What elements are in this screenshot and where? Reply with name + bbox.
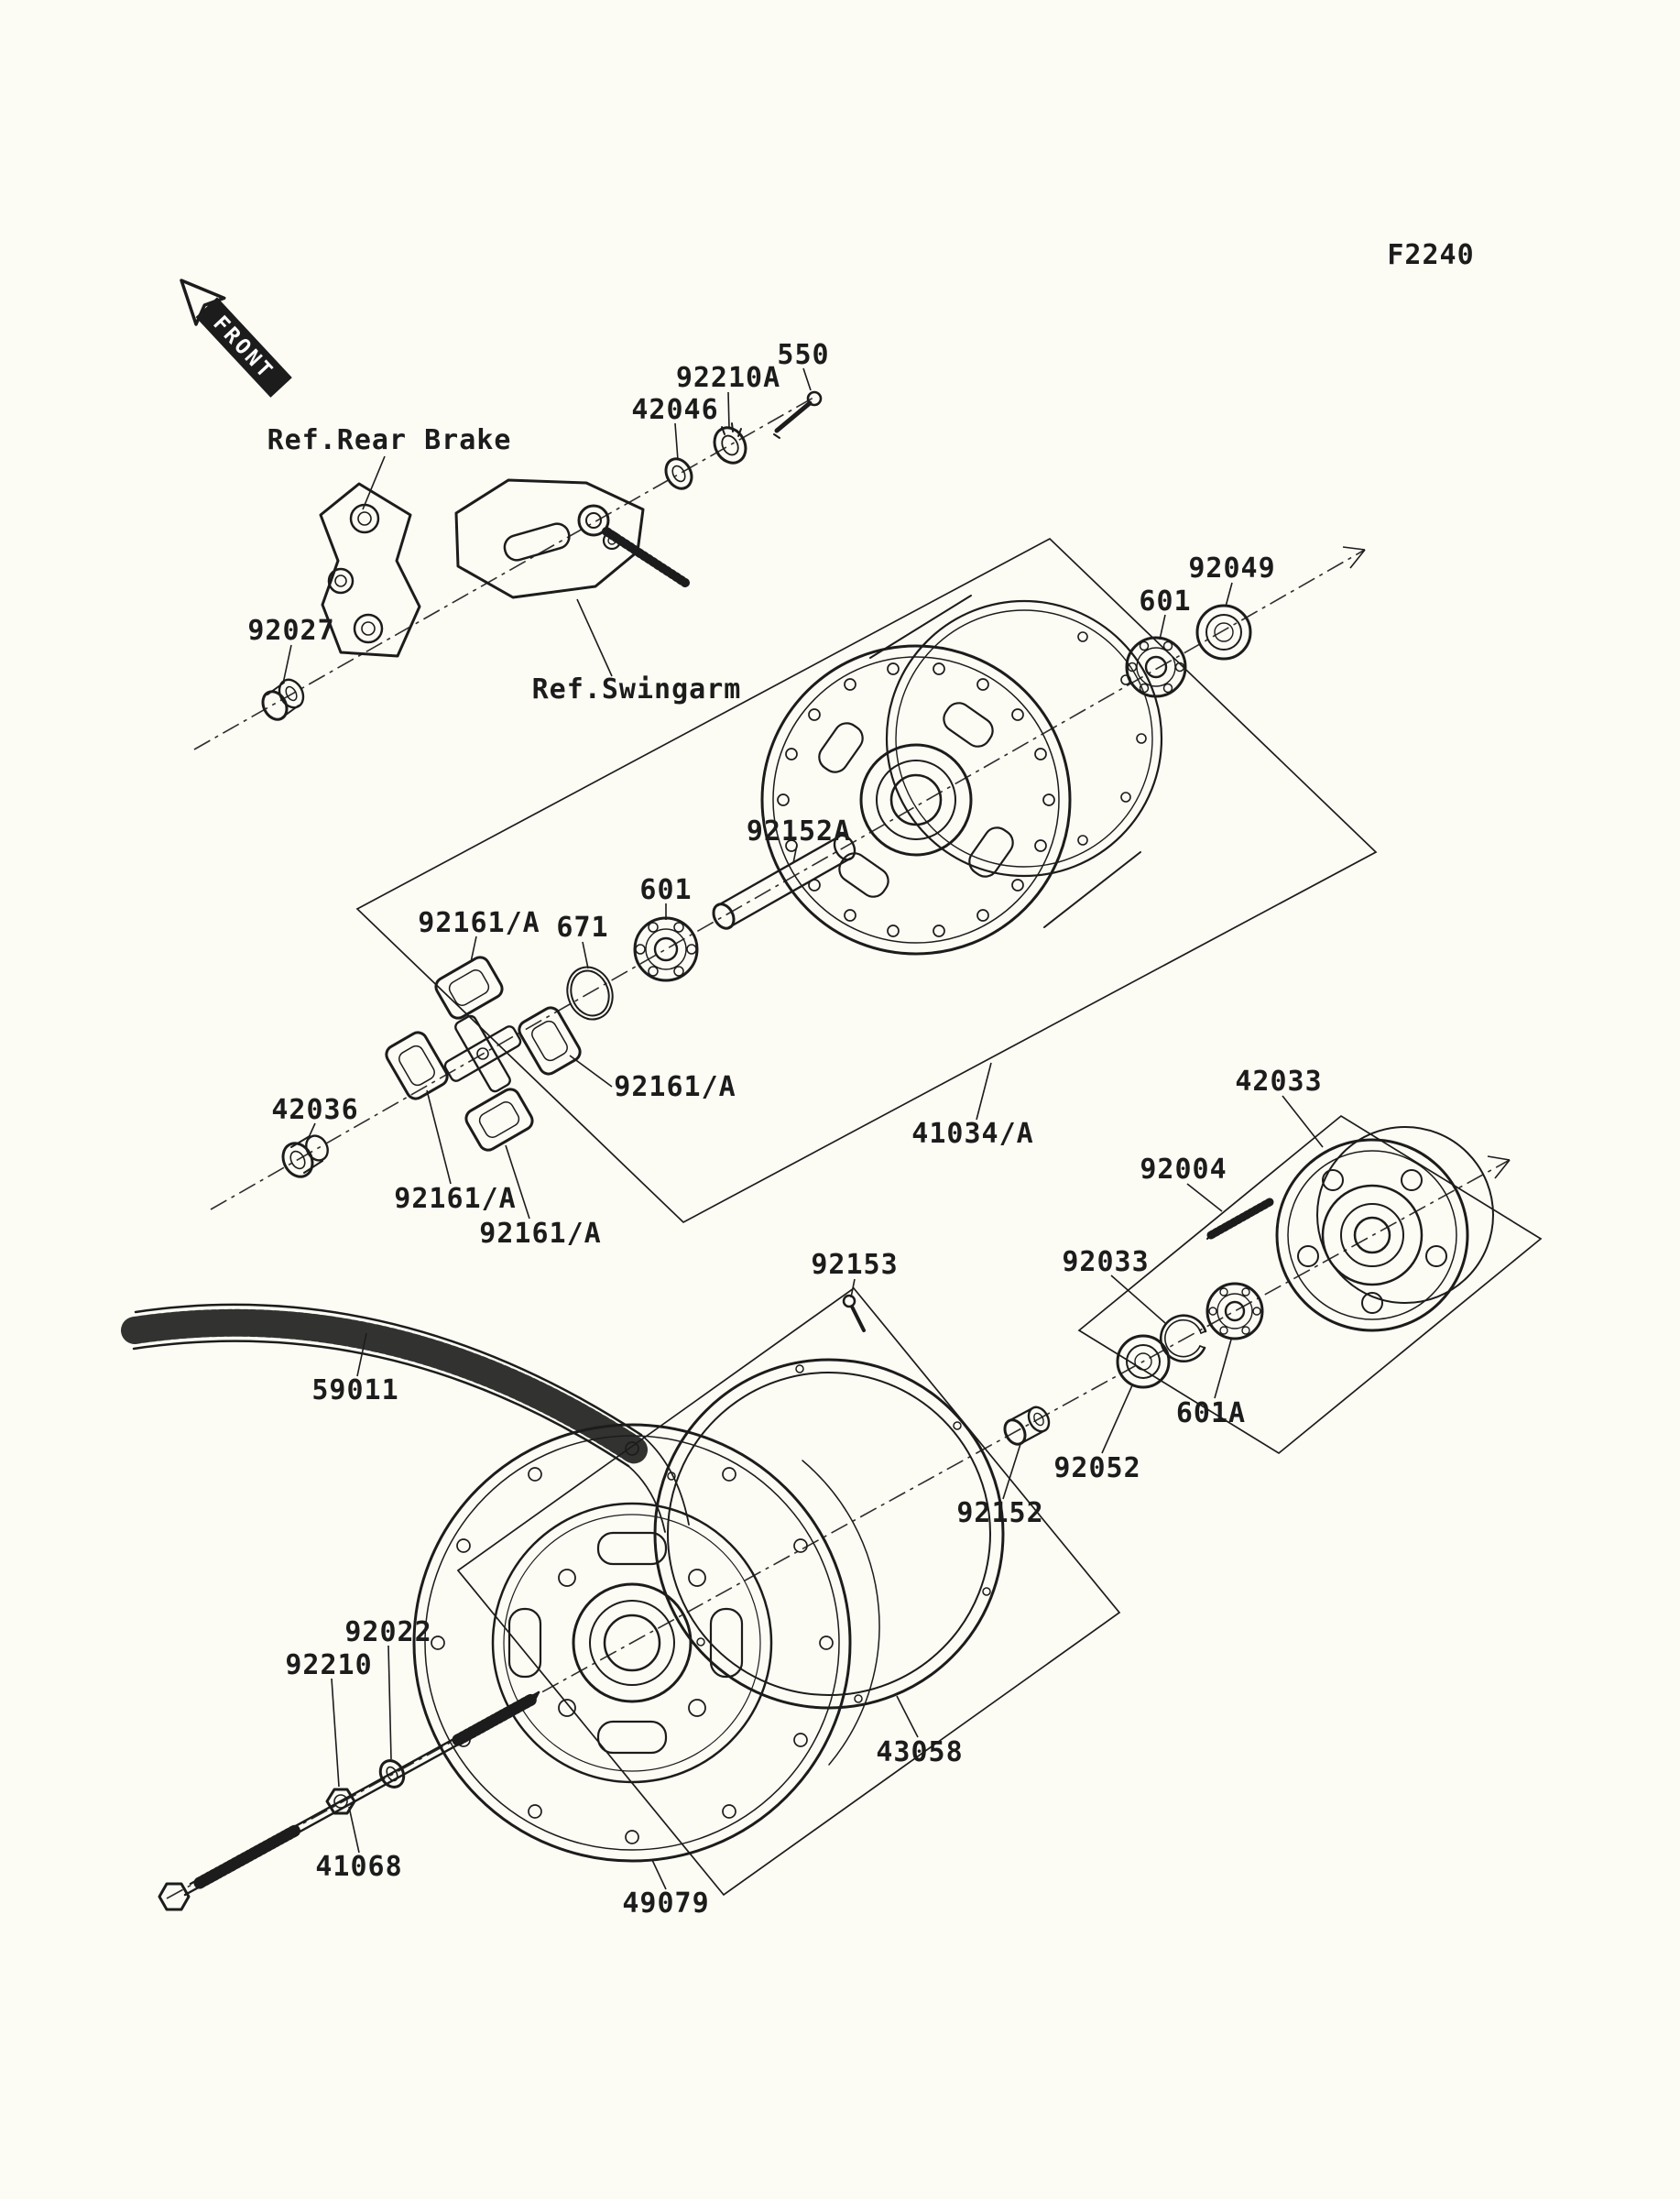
label-92052: 92052	[1053, 1452, 1140, 1484]
adjuster-bolt	[577, 504, 690, 587]
pulley-group-frame	[456, 1286, 1121, 1897]
coupling-42033	[1275, 1126, 1494, 1332]
label-43058: 43058	[876, 1736, 963, 1768]
cotter-pin-550	[773, 390, 823, 439]
label-601-right: 601	[1139, 585, 1191, 618]
bearing-601-left	[633, 916, 699, 982]
coupling-group-frame	[1077, 1114, 1543, 1455]
spacer-92152a	[712, 834, 856, 930]
center-axes	[166, 397, 1511, 1899]
label-92161a-4: 92161/A	[479, 1218, 601, 1250]
axle-41068	[158, 1690, 540, 1911]
part-labels: F2240 Ref.Rear Brake 42046 92210A 550 92…	[247, 239, 1474, 1920]
seal-92049	[1195, 604, 1252, 661]
label-59011: 59011	[311, 1374, 398, 1406]
hub-group-frame	[355, 537, 1378, 1224]
label-671: 671	[556, 912, 608, 944]
collar-92027	[261, 678, 305, 721]
label-42033: 42033	[1235, 1066, 1322, 1098]
nut-92210	[325, 1788, 356, 1815]
label-92210: 92210	[285, 1649, 372, 1681]
front-arrowhead	[180, 279, 226, 326]
label-92210a: 92210A	[676, 362, 780, 394]
belt-teeth	[121, 1308, 649, 1464]
stud-92004	[1206, 1198, 1274, 1240]
label-550: 550	[777, 339, 829, 371]
label-92153: 92153	[811, 1249, 898, 1281]
label-92033: 92033	[1062, 1246, 1149, 1278]
castle-nut-92210a	[713, 422, 747, 465]
rear-brake-bracket	[319, 482, 421, 658]
bearing-601-right	[1125, 636, 1187, 698]
axle-hex-head	[158, 1882, 191, 1911]
label-92152a: 92152A	[747, 815, 851, 848]
label-42046: 42046	[631, 394, 718, 426]
damper-set-92161	[385, 956, 582, 1152]
spacer-92152	[1003, 1406, 1051, 1446]
direction-chevron	[1487, 1155, 1511, 1179]
adjuster-bolt-threads	[602, 527, 690, 587]
label-41034a: 41034/A	[911, 1118, 1033, 1150]
label-ref-swingarm: Ref.Swingarm	[532, 673, 742, 706]
label-92049: 92049	[1188, 552, 1275, 585]
label-601a: 601A	[1176, 1397, 1246, 1429]
bearing-601a	[1205, 1282, 1264, 1340]
ring-43058	[653, 1358, 1005, 1710]
damper-spider	[443, 1025, 522, 1082]
direction-chevron	[1342, 546, 1366, 569]
label-92161a-3: 92161/A	[394, 1183, 516, 1215]
label-42036: 42036	[271, 1094, 358, 1126]
pulley-49079	[412, 1423, 880, 1863]
hub-41034	[760, 595, 1163, 956]
front-arrow-band	[195, 297, 292, 398]
page-code: F2240	[1387, 239, 1474, 271]
belt-59011	[121, 1303, 690, 1533]
collar-42036	[281, 1134, 329, 1178]
leader-lines	[282, 367, 1324, 1890]
label-601-left: 601	[639, 874, 692, 906]
pulley-rim-holes	[431, 1441, 834, 1844]
washer-92022	[378, 1759, 406, 1789]
axle-threads	[193, 1824, 301, 1889]
label-92004: 92004	[1140, 1154, 1227, 1186]
seal-92052	[1116, 1334, 1171, 1389]
screw-92153	[842, 1294, 866, 1332]
circlip-92033	[1159, 1314, 1207, 1363]
label-92022: 92022	[344, 1616, 431, 1648]
label-ref-rear-brake: Ref.Rear Brake	[267, 424, 512, 456]
oring-671	[566, 966, 614, 1021]
label-92027: 92027	[247, 615, 334, 647]
label-92161a-2: 92161/A	[614, 1071, 736, 1103]
washer-42046	[664, 457, 693, 490]
label-41068: 41068	[315, 1851, 402, 1883]
hub-flange-holes	[777, 662, 1055, 937]
label-92161a-1: 92161/A	[418, 907, 540, 939]
front-label: FRONT	[208, 312, 278, 384]
front-arrow: FRONT	[180, 279, 292, 398]
label-92152: 92152	[956, 1497, 1043, 1529]
label-49079: 49079	[622, 1887, 709, 1920]
group-frames	[355, 537, 1543, 1897]
